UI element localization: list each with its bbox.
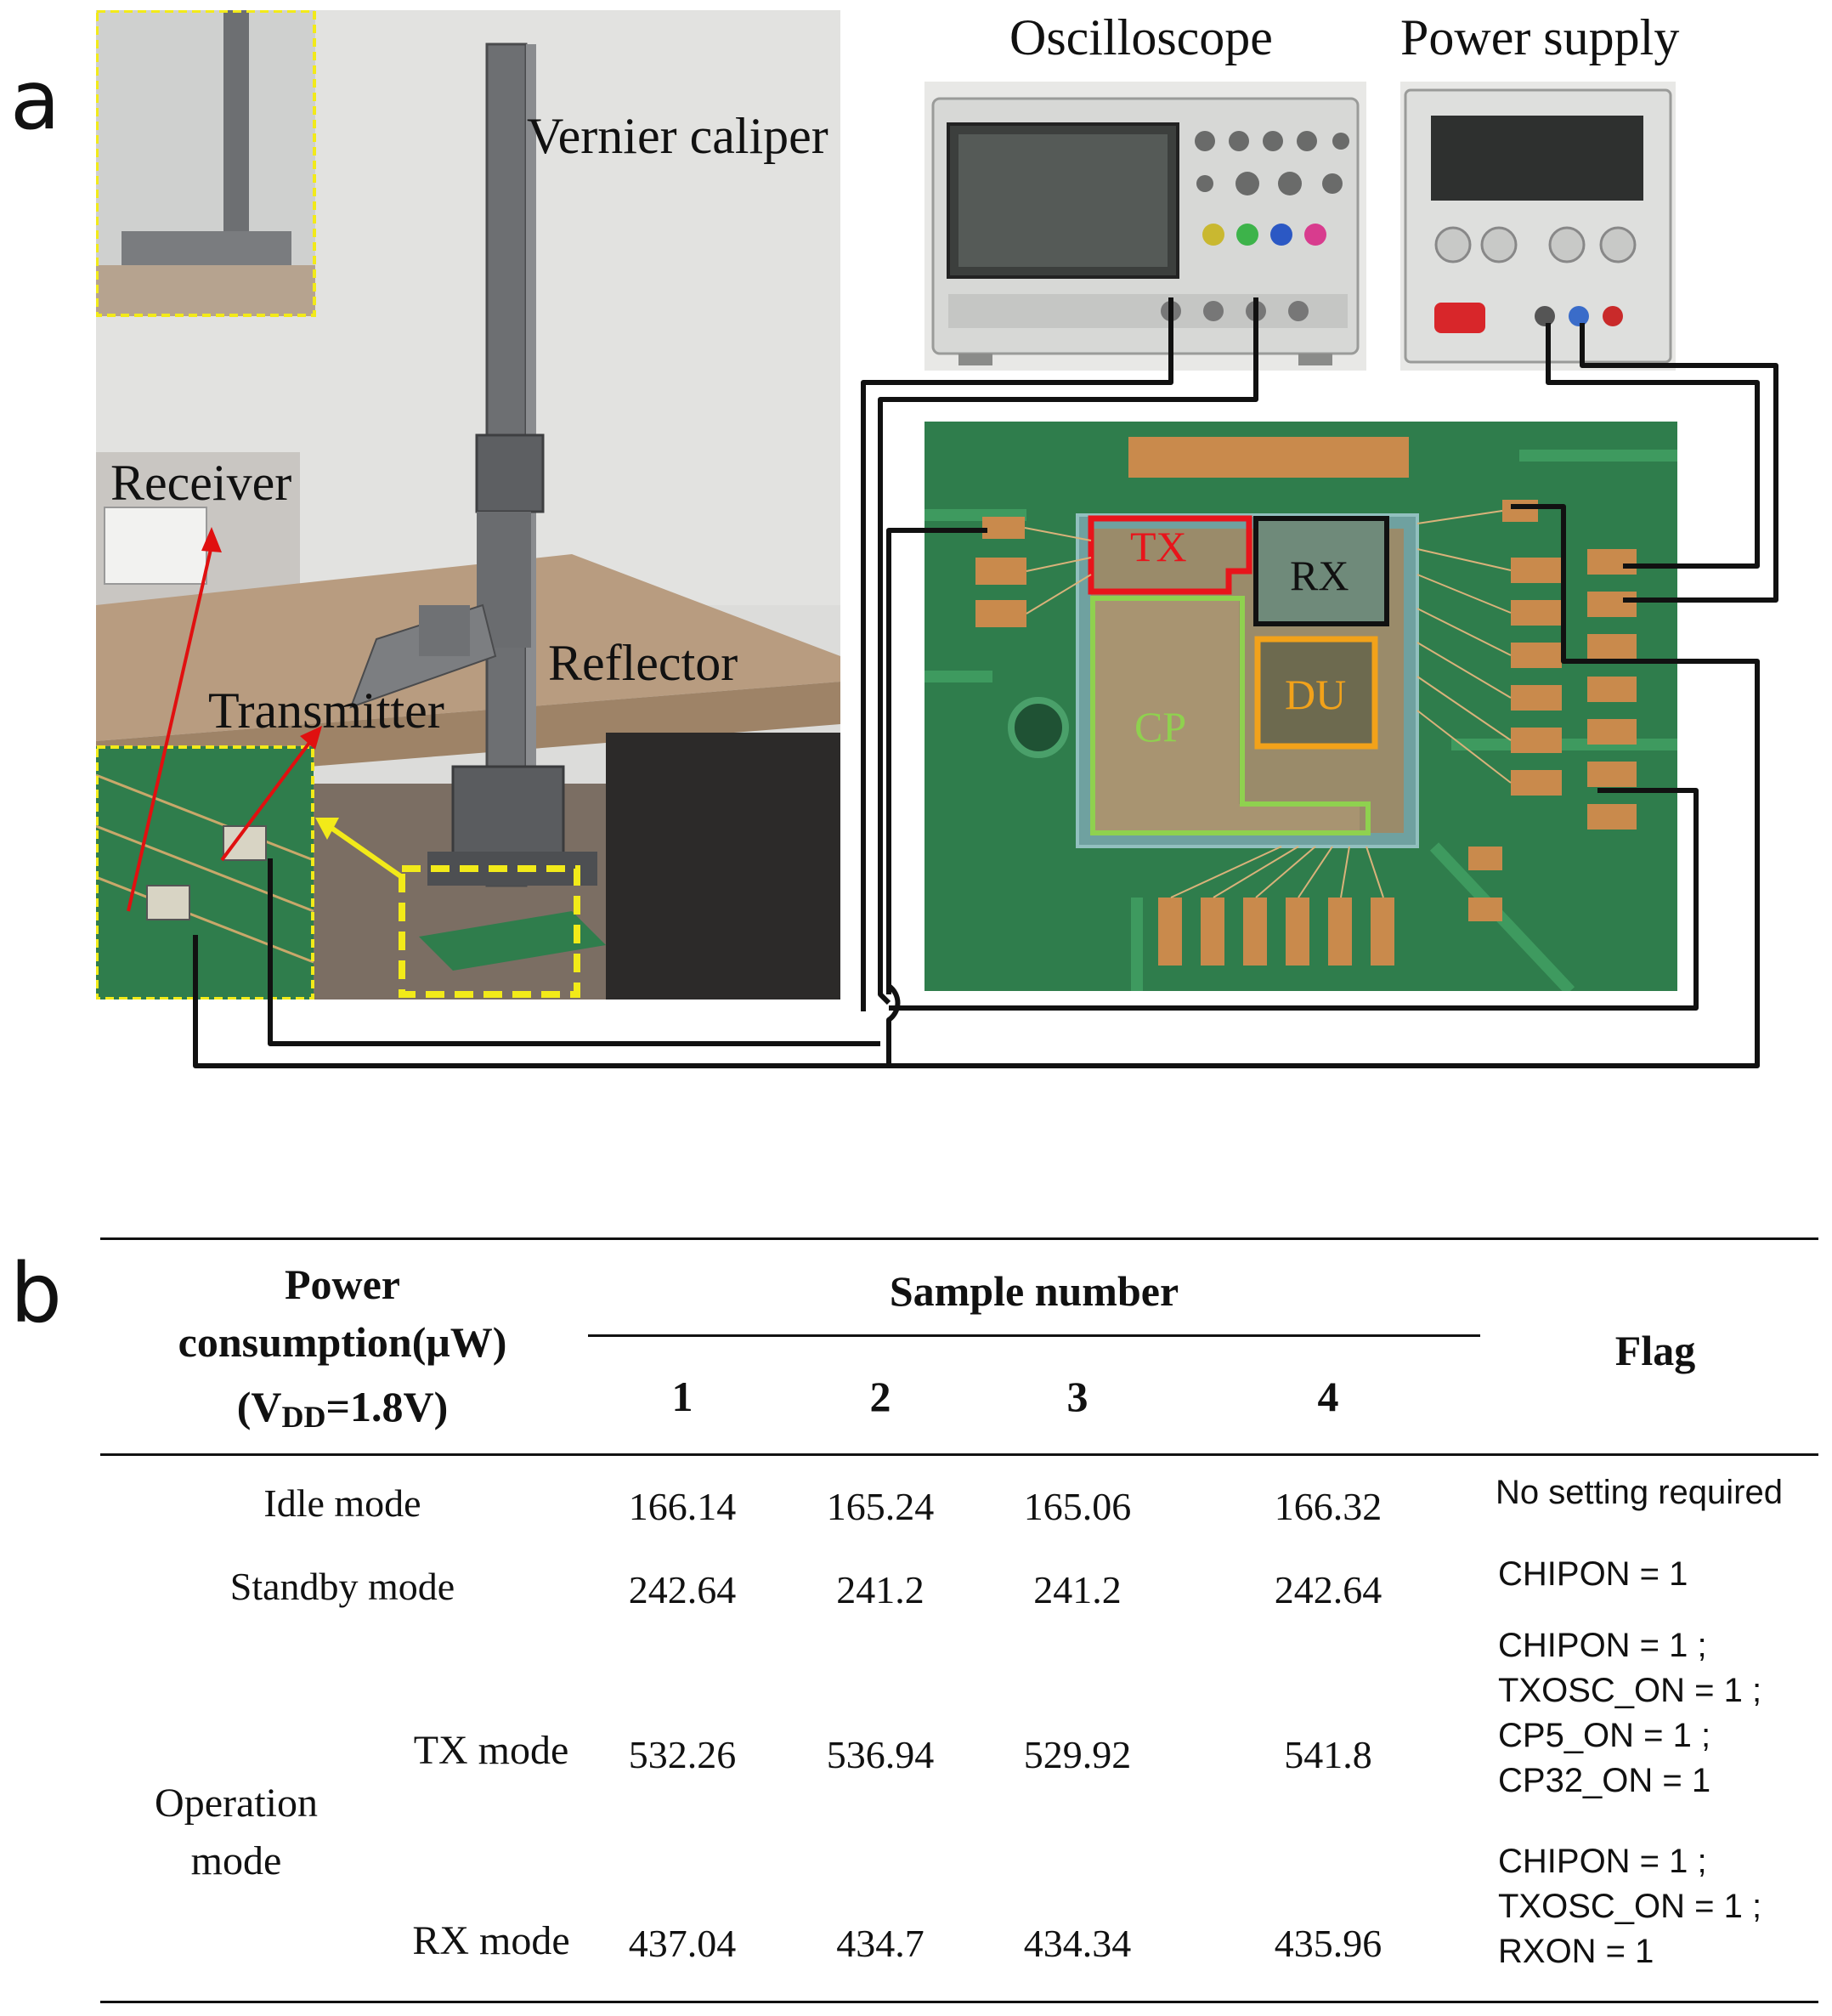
cell-value: 434.7 xyxy=(836,1922,924,1965)
setup-photo-drawing xyxy=(96,10,840,1000)
wire-ps-plus xyxy=(1546,323,1760,569)
chip-photo xyxy=(924,422,1677,991)
wire-osc-ch2 xyxy=(878,297,1258,1005)
cell-value: 437.04 xyxy=(628,1922,737,1965)
cell-value: 434.34 xyxy=(1023,1922,1132,1965)
flag-line: CP5_ON = 1 ; xyxy=(1498,1717,1711,1754)
setup-photo xyxy=(96,10,840,1000)
group-label-operation: Operation xyxy=(155,1781,318,1826)
cell-value: 241.2 xyxy=(1033,1568,1122,1611)
chip-label-cp: CP xyxy=(1134,703,1187,750)
cell-value: 435.96 xyxy=(1274,1922,1382,1965)
chip-label-rx: RX xyxy=(1290,552,1349,599)
flag-line: TXOSC_ON = 1 ; xyxy=(1498,1672,1762,1709)
row-mode-tx: TX mode xyxy=(413,1728,569,1773)
connection-wires xyxy=(193,297,1778,1068)
cell-value: 541.8 xyxy=(1284,1733,1372,1776)
oscilloscope-photo xyxy=(924,82,1366,371)
header-sample-3: 3 xyxy=(1066,1373,1088,1420)
wire-tx-pad xyxy=(886,528,987,994)
power-consumption-table: Power consumption(μW) (VDD=1.8V) Sample … xyxy=(100,1234,1818,2008)
label-transmitter: Transmitter xyxy=(208,682,444,739)
chip-label-tx: TX xyxy=(1130,523,1187,570)
cell-value: 166.14 xyxy=(628,1485,737,1528)
label-oscilloscope: Oscilloscope xyxy=(1009,9,1273,65)
flag-line: CHIPON = 1 ; xyxy=(1498,1843,1707,1880)
cell-value: 166.32 xyxy=(1274,1485,1382,1528)
panel-letter-b: b xyxy=(10,1246,62,1341)
wire-chip-right-a xyxy=(889,504,1760,1068)
header-sample-2: 2 xyxy=(869,1373,891,1420)
oscilloscope-drawing xyxy=(931,97,1360,365)
label-receiver: Receiver xyxy=(110,455,292,511)
header-sample-4: 4 xyxy=(1317,1373,1339,1420)
chip-drawing xyxy=(924,422,1677,991)
flag-standby: CHIPON = 1 xyxy=(1498,1552,1688,1597)
header-sample-1: 1 xyxy=(671,1373,693,1420)
flag-idle: No setting required xyxy=(1496,1470,1783,1515)
cell-value: 241.2 xyxy=(836,1568,924,1611)
wire-chip-right-b xyxy=(889,788,1699,1011)
flag-rx: CHIPON = 1 ; TXOSC_ON = 1 ; RXON = 1 xyxy=(1498,1839,1761,1974)
flag-line: RXON = 1 xyxy=(1498,1933,1654,1970)
chip-label-du: DU xyxy=(1285,671,1347,718)
flag-line: CHIPON = 1 ; xyxy=(1498,1627,1707,1664)
power-supply-photo xyxy=(1400,82,1676,371)
figure-panel-a: a xyxy=(10,9,1778,1068)
cell-value: 242.64 xyxy=(1274,1568,1382,1611)
flag-line: CHIPON = 1 xyxy=(1498,1555,1688,1593)
flag-line: CP32_ON = 1 xyxy=(1498,1762,1711,1799)
label-vernier-caliper: Vernier caliper xyxy=(527,108,828,164)
header-consumption: consumption(μW) xyxy=(178,1318,507,1366)
group-label-mode: mode xyxy=(190,1838,282,1883)
cell-value: 165.24 xyxy=(826,1485,935,1528)
panel-letter-a: a xyxy=(10,53,60,148)
row-mode-rx: RX mode xyxy=(412,1918,570,1963)
cell-value: 165.06 xyxy=(1023,1485,1132,1528)
sample-number-rule xyxy=(588,1334,1480,1337)
flag-line: TXOSC_ON = 1 ; xyxy=(1498,1888,1762,1925)
wire-ps-minus xyxy=(1580,323,1778,603)
cell-value: 532.26 xyxy=(628,1733,737,1776)
cell-value: 536.94 xyxy=(826,1733,935,1776)
row-mode-idle: Idle mode xyxy=(263,1481,421,1525)
wire-osc-ch1 xyxy=(861,297,1173,1011)
header-vdd: (VDD=1.8V) xyxy=(236,1383,449,1435)
header-flag: Flag xyxy=(1614,1327,1696,1374)
table-bottom-rule xyxy=(100,2001,1818,2003)
wire-transmitter xyxy=(268,858,880,1046)
flag-tx: CHIPON = 1 ; TXOSC_ON = 1 ; CP5_ON = 1 ;… xyxy=(1498,1623,1761,1804)
row-mode-standby: Standby mode xyxy=(229,1565,455,1608)
table-top-rule xyxy=(100,1237,1818,1240)
header-sample-number: Sample number xyxy=(889,1267,1179,1315)
power-supply-drawing xyxy=(1404,88,1672,364)
label-power-supply: Power supply xyxy=(1400,9,1680,65)
flag-line: No setting required xyxy=(1496,1474,1783,1511)
label-reflector: Reflector xyxy=(548,635,738,691)
header-bottom-rule xyxy=(100,1453,1818,1456)
cell-value: 242.64 xyxy=(628,1568,737,1611)
cell-value: 529.92 xyxy=(1023,1733,1132,1776)
header-power: Power xyxy=(284,1260,401,1308)
